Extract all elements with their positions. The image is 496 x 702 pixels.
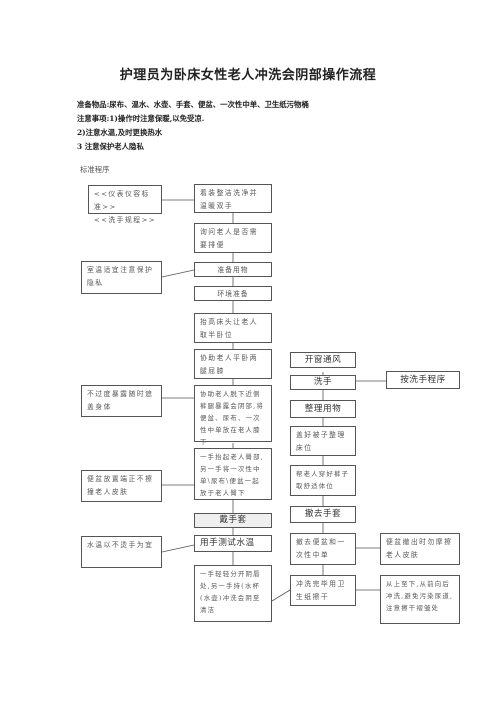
no-rub-note-text: 便盆撤出时勿摩擦老人皮肤 bbox=[386, 538, 453, 559]
step-open-window: 开窗通风 bbox=[290, 352, 356, 368]
etiquette-note-text: <<仪表仪容标准>> <<洗手规程>> bbox=[94, 190, 156, 224]
page-title: 护理员为卧床女性老人冲洗会阴部操作流程 bbox=[119, 68, 377, 83]
step-text: 协助老人脱下近侧裤腿暴露会阴部,将便盆、尿布、一次性中单放在老人膝下 bbox=[200, 390, 264, 446]
step-text: 询问老人是否需要排便 bbox=[200, 228, 259, 249]
step-test-water-temp: 用手测试水温 bbox=[194, 535, 272, 552]
caution-note-2: 2)注意水温,及时更换热水 bbox=[77, 128, 163, 137]
step-remove-gloves: 撤去手套 bbox=[290, 506, 356, 523]
step-prepare-supplies: 准备用物 bbox=[194, 262, 272, 277]
step-dress-comfortable: 帮老人穿好裤子取舒适体位 bbox=[290, 465, 356, 496]
step-text: 抬高床头让老人取半卧位 bbox=[200, 318, 259, 339]
step-text: 戴手套 bbox=[219, 515, 247, 525]
supplies-note: 准备物品:尿布、温水、水壶、手套、便盆、一次性中单、卫生纸污物桶 bbox=[77, 100, 309, 109]
step-raise-bed-head: 抬高床头让老人取半卧位 bbox=[194, 313, 272, 343]
water-temp-note-text: 水温以不烫手为宜 bbox=[87, 541, 154, 549]
step-ask-toilet: 询问老人是否需要排便 bbox=[194, 223, 272, 253]
step-rinse-perineum: 一手轻轻分开阴唇处,另一手持(水杯(水壶)冲洗会阴至清洁 bbox=[194, 565, 272, 622]
step-remove-bedpan: 撤去便盆和一次性中单 bbox=[290, 533, 356, 565]
no-exposure-note-text: 不过度暴露随时遮盖身体 bbox=[87, 390, 154, 411]
step-text: 环境准备 bbox=[217, 290, 249, 298]
step-text: 准备用物 bbox=[217, 266, 249, 274]
step-prepare-environment: 环境准备 bbox=[194, 286, 272, 301]
rinse-order-note-box: 从上至下,从前向后冲洗,避免污染尿道,注意擦干褶皱处 bbox=[380, 575, 460, 624]
step-wash-hands: 洗手 bbox=[290, 375, 356, 390]
step-remove-pants: 协助老人脱下近侧裤腿暴露会阴部,将便盆、尿布、一次性中单放在老人膝下 bbox=[194, 385, 272, 446]
bedpan-note-text: 便盆放置端正不擦撞老人皮肤 bbox=[87, 475, 154, 496]
step-text: 撤去手套 bbox=[304, 509, 342, 519]
step-tidy-supplies: 整理用物 bbox=[290, 400, 356, 418]
step-text: 整理用物 bbox=[304, 404, 342, 414]
step-text: 撤去便盆和一次性中单 bbox=[296, 538, 346, 559]
step-text: 洗手 bbox=[313, 377, 333, 387]
step-text: 着装整洁洗净并温暖双手 bbox=[200, 189, 259, 210]
step-text: 冲洗完毕用卫生纸擦干 bbox=[296, 580, 346, 601]
step-place-bedpan: 一手抬起老人臀部,另一手将一次性中单\尿布\便盆一起放于老人臀下 bbox=[194, 448, 272, 500]
step-put-on-gloves: 戴手套 bbox=[194, 513, 272, 528]
step-dress-wash-hands: 着装整洁洗净并温暖双手 bbox=[194, 184, 272, 213]
step-text: 一手抬起老人臀部,另一手将一次性中单\尿布\便盆一起放于老人臀下 bbox=[200, 453, 264, 497]
bedpan-note-box: 便盆放置端正不擦撞老人皮肤 bbox=[81, 470, 162, 502]
step-text: 开窗通风 bbox=[304, 355, 342, 365]
caution-note-3: 3 注意保护老人隐私 bbox=[77, 142, 144, 151]
room-temp-note-text: 室温适宜注意保护隐私 bbox=[87, 266, 154, 287]
step-text: 一手轻轻分开阴唇处,另一手持(水杯(水壶)冲洗会阴至清洁 bbox=[200, 570, 261, 614]
room-temp-note-box: 室温适宜注意保护隐私 bbox=[81, 261, 162, 294]
no-rub-note-box: 便盆撤出时勿摩擦老人皮肤 bbox=[380, 533, 460, 565]
step-lie-flat-knees-bent: 协助老人平卧两腿屈膝 bbox=[194, 349, 272, 379]
no-exposure-note-box: 不过度暴露随时遮盖身体 bbox=[81, 385, 162, 417]
step-text: 帮老人穿好裤子取舒适体位 bbox=[296, 470, 350, 490]
hand-wash-note-text: 按洗手程序 bbox=[400, 375, 446, 385]
step-text: 盖好被子整理床位 bbox=[296, 431, 346, 452]
water-temp-note-box: 水温以不烫手为宜 bbox=[81, 536, 162, 568]
step-dry-with-tissue: 冲洗完毕用卫生纸擦干 bbox=[290, 575, 356, 606]
rinse-order-note-text: 从上至下,从前向后冲洗,避免污染尿道,注意擦干褶皱处 bbox=[386, 580, 454, 612]
etiquette-note-box: <<仪表仪容标准>> <<洗手规程>> bbox=[88, 185, 162, 224]
section-label: 标准程序 bbox=[80, 165, 110, 174]
step-text: 用手测试水温 bbox=[200, 538, 255, 548]
step-text: 协助老人平卧两腿屈膝 bbox=[200, 354, 259, 375]
caution-note-1: 注意事项:1)操作时注意保暖,以免受凉. bbox=[77, 114, 205, 123]
hand-wash-note-box: 按洗手程序 bbox=[386, 371, 460, 389]
step-cover-quilt: 盖好被子整理床位 bbox=[290, 426, 356, 456]
